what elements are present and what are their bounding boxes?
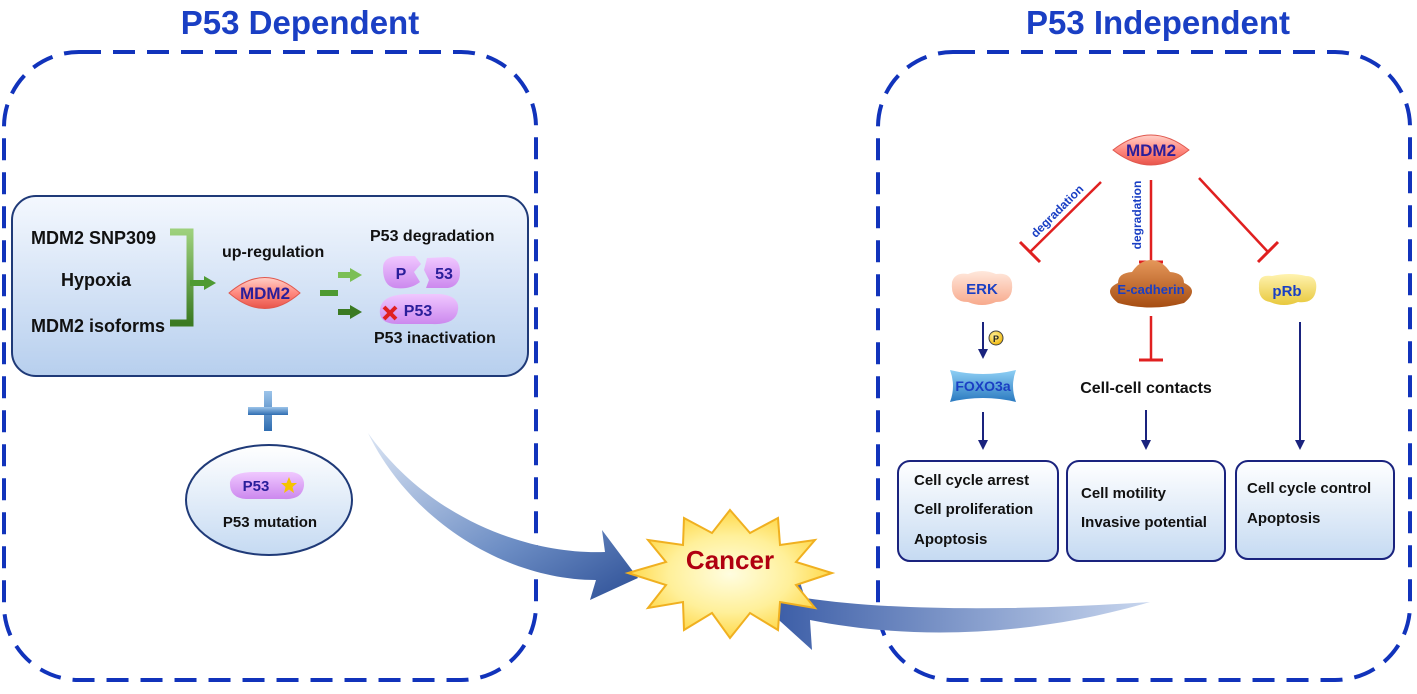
prb-label: pRb	[1272, 283, 1301, 300]
outcome-erk-line-2: Cell proliferation	[914, 501, 1033, 518]
upregulation-label: up-regulation	[222, 244, 324, 261]
p53-inactive-label: P53	[404, 303, 433, 320]
p53-inactive-protein	[379, 294, 459, 325]
foxo3a-label: FOXO3a	[955, 378, 1010, 394]
mdm2-protein-right	[1112, 134, 1190, 166]
p53-degradation-label: P53 degradation	[370, 228, 494, 245]
left-panel-title: P53 Dependent	[181, 4, 419, 41]
outcome-box-erk	[897, 460, 1059, 562]
inactivation-x-icon	[382, 305, 398, 321]
mdm2-label-left: MDM2	[240, 284, 290, 303]
p53-mutation-ellipse	[185, 444, 353, 556]
p53-fragment-left-label: P	[396, 266, 407, 283]
p53-fragment-left	[383, 256, 421, 289]
degradation-label-erk: degradation	[1028, 182, 1086, 240]
right-panel-title: P53 Independent	[1026, 4, 1290, 41]
diverging-fork-arrow	[320, 268, 362, 319]
factor-isoforms: MDM2 isoforms	[31, 316, 165, 336]
curved-arrow-left	[368, 433, 638, 600]
plus-icon	[248, 391, 288, 431]
p53-fragment-right-label: 53	[435, 266, 453, 283]
p53-inactivation-label: P53 inactivation	[374, 330, 496, 347]
cancer-label: Cancer	[686, 545, 774, 575]
outcome-box-prb	[1235, 460, 1395, 560]
outcome-ecadherin-line-1: Cell motility	[1081, 485, 1167, 502]
left-panel-border	[2, 50, 538, 682]
right-panel-border	[876, 50, 1412, 682]
ecadherin-protein	[1110, 260, 1192, 308]
converging-bracket-arrow	[170, 228, 216, 327]
ecadherin-label: E-cadherin	[1117, 282, 1184, 297]
p53-mutant-protein	[229, 472, 305, 500]
erk-protein	[951, 271, 1013, 305]
outcome-prb-line-2: Apoptosis	[1247, 510, 1320, 527]
inhibit-mdm2-prb	[1198, 177, 1280, 264]
mdm2-protein-left	[228, 277, 301, 309]
outcome-box-ecadherin	[1066, 460, 1226, 562]
factor-snp309: MDM2 SNP309	[31, 228, 156, 248]
inhibit-ecadherin-contacts	[1139, 316, 1163, 362]
mdm2-label-right: MDM2	[1126, 141, 1176, 160]
prb-protein	[1258, 274, 1317, 305]
inhibit-mdm2-erk	[1018, 181, 1102, 264]
phosphorylation-icon	[988, 330, 1004, 346]
phospho-label: P	[993, 334, 999, 344]
outcome-ecadherin-line-2: Invasive potential	[1081, 514, 1207, 531]
curved-arrow-right	[770, 582, 1150, 650]
outcome-erk-line-1: Cell cycle arrest	[914, 472, 1029, 489]
outcome-prb-line-1: Cell cycle control	[1247, 480, 1371, 497]
foxo3a-protein	[950, 370, 1016, 402]
cancer-burst	[624, 508, 836, 640]
factor-hypoxia: Hypoxia	[61, 270, 132, 290]
erk-label: ERK	[966, 281, 998, 298]
outcome-erk-line-3: Apoptosis	[914, 531, 987, 548]
mutation-star-icon	[281, 477, 297, 493]
degradation-label-ecadherin: degradation	[1130, 181, 1144, 250]
p53-fragment-right	[424, 257, 460, 288]
p53-mutation-label: P53 mutation	[223, 514, 317, 531]
p53-mutant-label: P53	[243, 478, 270, 495]
cell-contacts-label: Cell-cell contacts	[1080, 380, 1212, 397]
